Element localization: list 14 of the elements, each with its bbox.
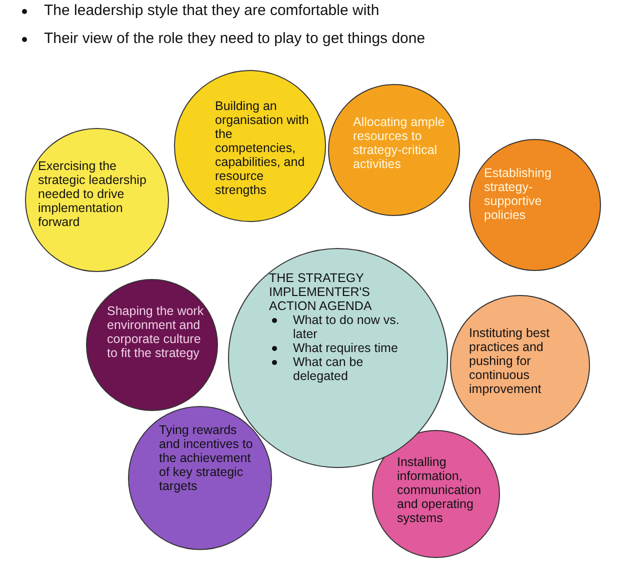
circle-text: Exercising the strategic leadership needed to drive implementation forward — [38, 159, 148, 229]
bullet-text: Their view of the role they need to play to get things done — [44, 30, 426, 47]
bullet-text: The leadership style that they are comfortable with — [44, 2, 380, 19]
circle-text: Establishing strategy-supportive policies — [484, 166, 552, 222]
bullet-text: What can be delegated — [293, 355, 364, 383]
circle-text: Installing information, communication and operating systems — [397, 455, 482, 525]
circle-text: Allocating ample resources to strategy-critical activities — [353, 115, 446, 171]
circle-text: Building an organisation with the competencies, capabilities, and resource strengths — [215, 99, 310, 197]
bullet-text: What to do now vs. later — [293, 313, 400, 341]
circle-text: Tying rewards and incentives to the achievement of key strategic targets — [159, 423, 254, 493]
circle-text: Shaping the work environment and corporate culture to fit the strategy — [107, 304, 205, 360]
circle-text: Instituting best practices and pushing for continuous improvement — [469, 326, 551, 396]
bullet-text: What requires time — [293, 341, 399, 355]
circle-heading: THE STRATEGY IMPLEMENTER'S ACTION AGENDA — [269, 271, 373, 313]
